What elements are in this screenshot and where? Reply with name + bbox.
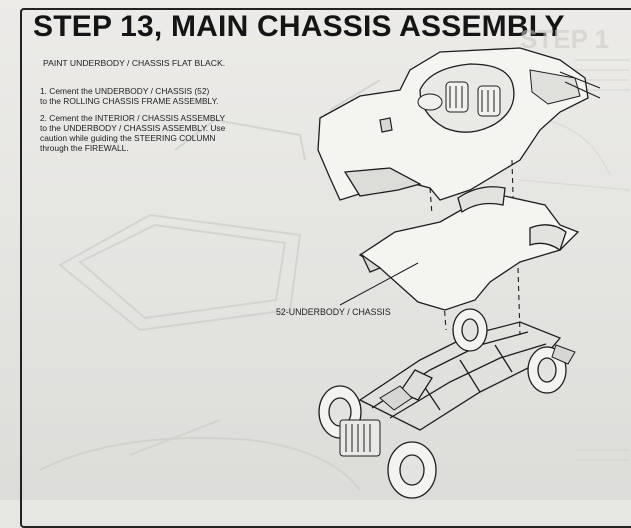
show-through-artwork xyxy=(39,59,631,491)
assembly-illustration xyxy=(317,47,601,499)
rolling-chassis-frame xyxy=(358,321,562,431)
step-2-line-2: to the UNDERBODY / CHASSIS ASSEMBLY. Use xyxy=(40,123,226,133)
callout-leader-line xyxy=(339,262,419,306)
paint-note: PAINT UNDERBODY / CHASSIS FLAT BLACK. xyxy=(43,58,226,68)
interior-chassis-part xyxy=(317,47,589,201)
left-seat-shape xyxy=(445,81,469,113)
underbody-chassis-part xyxy=(358,186,580,311)
engine-block-shape xyxy=(379,385,413,411)
instruction-steps: 1. Cement the UNDERBODY / CHASSIS (52) t… xyxy=(40,86,280,160)
step-2: 2. Cement the INTERIOR / CHASSIS ASSEMBL… xyxy=(40,113,280,153)
step-2-line-4: through the FIREWALL. xyxy=(40,143,129,153)
step-2-line-3: caution while guiding the STEERING COLUM… xyxy=(40,133,216,143)
step-1-line-1: 1. Cement the UNDERBODY / CHASSIS (52) xyxy=(40,86,210,96)
step-1: 1. Cement the UNDERBODY / CHASSIS (52) t… xyxy=(40,86,280,106)
page-title: STEP 13, MAIN CHASSIS ASSEMBLY xyxy=(33,10,565,43)
wheels xyxy=(318,308,567,499)
steering-wheel-shape xyxy=(417,93,443,111)
right-seat-shape xyxy=(477,85,501,117)
step-2-line-1: 2. Cement the INTERIOR / CHASSIS ASSEMBL… xyxy=(40,113,226,123)
underbody-callout-label: 52-UNDERBODY / CHASSIS xyxy=(276,307,391,317)
show-through-title: STEP 1 xyxy=(520,24,610,54)
step-1-line-2: to the ROLLING CHASSIS FRAME ASSEMBLY. xyxy=(40,96,219,106)
